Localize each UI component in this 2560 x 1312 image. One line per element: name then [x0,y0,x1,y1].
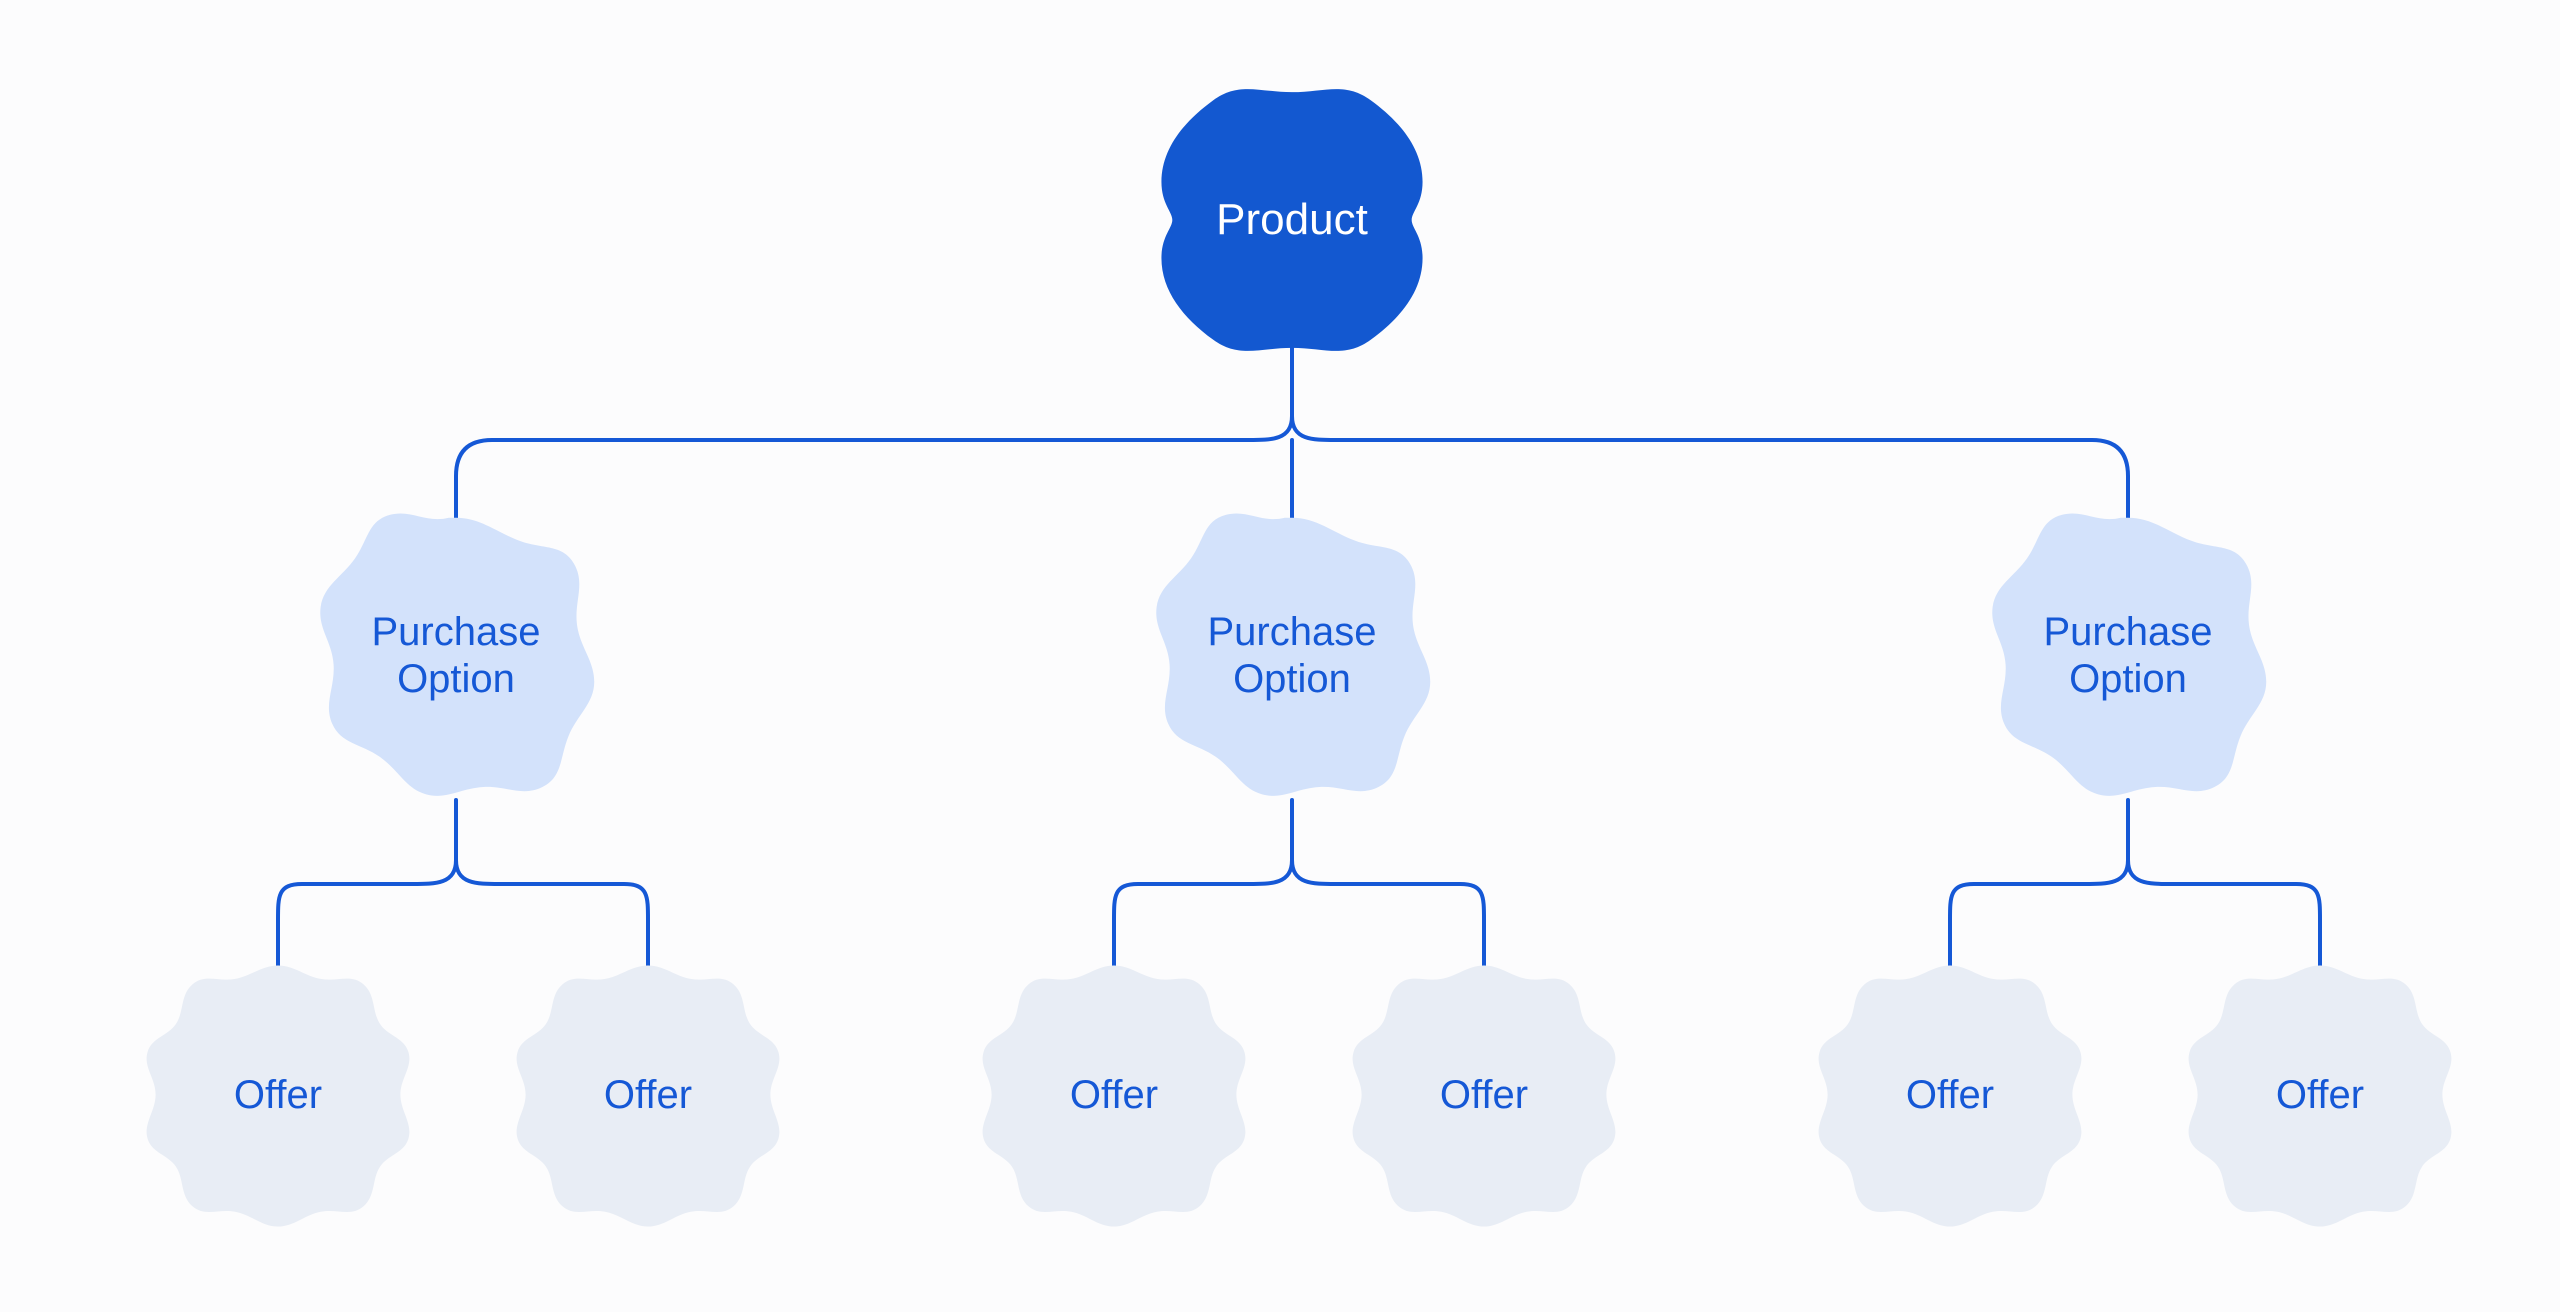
blob-12-lobe-icon [2188,965,2452,1227]
node-purchase-option-2[interactable]: Purchase Option [1148,512,1436,800]
connector-option-3-bus-left [1948,858,2130,974]
node-purchase-option-3[interactable]: Purchase Option [1984,512,2272,800]
connector-option-2-bus-left [1112,858,1294,974]
connector-option-3-bus-right [2126,858,2322,974]
node-product[interactable]: Product [1156,84,1428,356]
connector-option-1-bus-right [454,858,650,974]
blob-12-lobe-icon [1352,965,1616,1227]
blob-4-lobe-icon [1161,89,1423,351]
connector-product-bus-right [1290,414,2130,530]
node-offer-4[interactable]: Offer [1348,960,1620,1232]
blob-12-lobe-icon [982,965,1246,1227]
node-offer-6[interactable]: Offer [2184,960,2456,1232]
node-offer-5[interactable]: Offer [1814,960,2086,1232]
connector-product-bus-left [454,414,1294,530]
blob-12-lobe-icon [146,965,410,1227]
blob-8-lobe-icon [1156,513,1431,796]
connector-option-1-bus-left [276,858,458,974]
node-offer-3[interactable]: Offer [978,960,1250,1232]
node-purchase-option-1[interactable]: Purchase Option [312,512,600,800]
connector-option-2-bus-right [1290,858,1486,974]
blob-8-lobe-icon [320,513,595,796]
blob-12-lobe-icon [516,965,780,1227]
blob-12-lobe-icon [1818,965,2082,1227]
node-offer-1[interactable]: Offer [142,960,414,1232]
blob-8-lobe-icon [1992,513,2267,796]
node-offer-2[interactable]: Offer [512,960,784,1232]
